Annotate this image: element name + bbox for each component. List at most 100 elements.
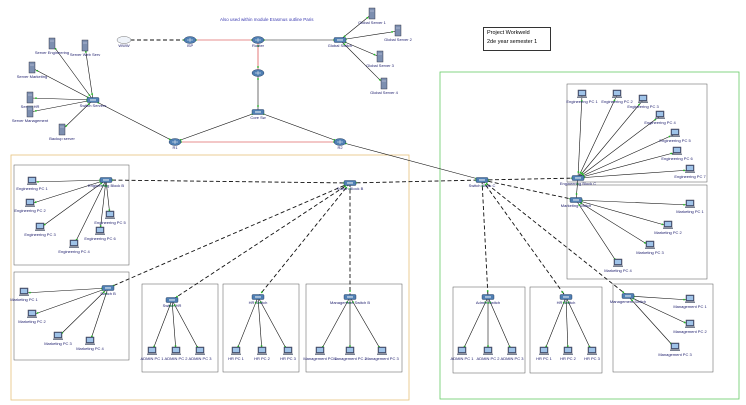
port-light — [35, 97, 37, 100]
switch-sw-mkC[interactable]: Marketing Switch — [561, 197, 591, 209]
switch-sw-bldgC[interactable]: Switch Block C — [469, 177, 496, 189]
switch-sw-core[interactable]: Core Sw — [250, 109, 266, 121]
pc-pc-mg1[interactable]: Management PC 1 — [303, 346, 337, 361]
port-light — [349, 188, 351, 190]
pc-pc-mk1[interactable]: Marketing PC 1 — [10, 287, 39, 302]
pc-pc-mk4[interactable]: Marketing PC 4 — [76, 336, 105, 351]
pc-pc-mgc3[interactable]: Management PC 3 — [658, 342, 692, 357]
pc-pc-hc1[interactable]: HR PC 1 — [536, 346, 553, 361]
router-isp[interactable]: ISP — [183, 36, 197, 49]
pc-pc-mgc2[interactable]: Management PC 2 — [673, 319, 707, 334]
pc-pc-mg3[interactable]: Management PC 3 — [365, 346, 399, 361]
switch-sw-mgC[interactable]: Management Switch — [610, 293, 646, 305]
pc-keyboard — [27, 316, 37, 318]
pc-pc-hrb3[interactable]: HR PC 3 — [280, 346, 297, 361]
server-srv-hr[interactable]: Server Engineering — [35, 37, 69, 55]
router-r-mid[interactable] — [251, 69, 265, 77]
pc-pc-eng3[interactable]: Engineering PC 3 — [24, 222, 56, 237]
server-gsrv1[interactable]: Global Server 1 — [358, 7, 387, 25]
port-light — [343, 35, 346, 38]
pc-keyboard — [672, 153, 682, 155]
switch-sw-mgA[interactable]: Management Switch B — [330, 294, 370, 306]
pc-pc-mk2[interactable]: Marketing PC 2 — [18, 309, 47, 324]
switch-sw-engA[interactable]: Engineering Block B — [88, 177, 124, 189]
switch-sw-hrA[interactable]: Switch HR — [163, 297, 182, 309]
pc-pc-hrb2[interactable]: HR PC 2 — [254, 346, 271, 361]
pc-pc-mg2[interactable]: Management PC 2 — [333, 346, 367, 361]
router-r1[interactable]: R1 — [168, 138, 182, 151]
pc-pc-hrb1[interactable]: HR PC 1 — [228, 346, 245, 361]
pc-pc-ec5[interactable]: Engineering PC 5 — [659, 128, 691, 143]
pc-pc-hc3[interactable]: HR PC 3 — [584, 346, 601, 361]
server-gsrv2[interactable]: Global Server 2 — [384, 24, 413, 42]
pc-pc-ec3[interactable]: Engineering PC 3 — [627, 94, 659, 109]
pc-pc-mc3[interactable]: Marketing PC 3 — [636, 240, 665, 255]
port-light — [176, 295, 178, 298]
device-label: Marketing PC 4 — [76, 346, 104, 351]
device-label: Engineering Block C — [560, 181, 596, 186]
router-r-isp[interactable]: Router — [251, 36, 265, 49]
pc-pc-eng1[interactable]: Engineering PC 1 — [16, 176, 48, 191]
pc-pc-eng5[interactable]: Engineering PC 5 — [94, 210, 126, 225]
device-label: Switch Servers — [80, 103, 107, 108]
switch-arrows — [347, 296, 353, 299]
switch-sw-hrC[interactable]: HR Switch — [557, 294, 576, 306]
pc-pc-eng2[interactable]: Engineering PC 2 — [14, 198, 46, 213]
device-label: Engineering PC 1 — [566, 99, 598, 104]
switch-sw-engC[interactable]: Engineering Block C — [560, 175, 596, 187]
pc-pc-ec1[interactable]: Engineering PC 1 — [566, 89, 598, 104]
pc-pc-mc4[interactable]: Marketing PC 4 — [604, 258, 633, 273]
server-gsrv3[interactable]: Global Server 3 — [366, 50, 395, 68]
router-arrows — [187, 38, 193, 42]
device-label: Marketing PC 4 — [604, 268, 632, 273]
switch-sw-bldgB[interactable]: Switch Block B — [337, 180, 364, 192]
pc-pc-eng4[interactable]: Engineering PC 4 — [58, 239, 90, 254]
switch-sw-hrB[interactable]: HR Switch — [249, 294, 268, 306]
cloud-www[interactable]: WWW — [116, 36, 132, 49]
server-gsrv4[interactable]: Global Server 4 — [370, 77, 399, 95]
server-srv-mark[interactable]: Server Marketing — [17, 61, 47, 79]
server-icon — [376, 50, 384, 63]
pc-keyboard — [539, 353, 549, 355]
switch-sw-mkA[interactable]: Switch B — [100, 285, 116, 297]
room-hr-c — [529, 286, 603, 374]
pc-pc-mc2[interactable]: Marketing PC 2 — [654, 220, 683, 235]
device-label: ADMIN PC 1 — [451, 356, 475, 361]
pc-pc-ec2[interactable]: Engineering PC 2 — [601, 89, 633, 104]
pc-pc-eng6[interactable]: Engineering PC 6 — [84, 226, 116, 241]
server-icon — [28, 61, 36, 74]
server-srv-mgmt[interactable]: Server Management — [12, 105, 49, 123]
pc-pc-hr2[interactable]: ADMIN PC 2 — [165, 346, 189, 361]
router-r2[interactable]: R2 — [333, 138, 347, 151]
switch-sw-adC[interactable]: Admin Switch — [476, 294, 500, 306]
switch-sw-servers[interactable]: Switch Servers — [80, 97, 107, 109]
port-light — [638, 103, 641, 106]
pc-pc-mk3[interactable]: Marketing PC 3 — [44, 331, 73, 346]
router-arrows — [255, 38, 261, 42]
server-srv-web[interactable]: Server Web Serv — [70, 39, 100, 57]
cloud-icon — [116, 36, 132, 44]
link-sw-mgA-pc-mg3 — [349, 296, 383, 353]
pc-pc-ec7[interactable]: Engineering PC 7 — [674, 164, 706, 179]
pc-keyboard — [345, 353, 355, 355]
pc-pc-ac2[interactable]: ADMIN PC 2 — [477, 346, 501, 361]
switch-global-sw[interactable]: Global Switch — [328, 37, 352, 49]
pc-screen — [149, 348, 155, 352]
port-light — [654, 118, 657, 121]
pc-pc-ac3[interactable]: ADMIN PC 3 — [501, 346, 525, 361]
pc-pc-hr3[interactable]: ADMIN PC 3 — [189, 346, 213, 361]
pc-pc-hr1[interactable]: ADMIN PC 1 — [141, 346, 165, 361]
device-label: Engineering PC 6 — [661, 156, 693, 161]
device-label: Engineering PC 5 — [659, 138, 691, 143]
pc-pc-mc1[interactable]: Marketing PC 1 — [676, 199, 705, 214]
pc-pc-ec4[interactable]: Engineering PC 4 — [644, 110, 676, 125]
server-srv-back[interactable]: Backup server — [49, 123, 75, 141]
pc-pc-mgc1[interactable]: Management PC 1 — [673, 294, 707, 309]
pc-keyboard — [655, 117, 665, 119]
device-label: Server Management — [12, 118, 49, 123]
port-light — [260, 291, 263, 294]
pc-pc-hc2[interactable]: HR PC 2 — [560, 346, 577, 361]
pc-pc-ac1[interactable]: ADMIN PC 1 — [451, 346, 475, 361]
pc-pc-ec6[interactable]: Engineering PC 6 — [661, 146, 693, 161]
port-light — [683, 203, 685, 206]
